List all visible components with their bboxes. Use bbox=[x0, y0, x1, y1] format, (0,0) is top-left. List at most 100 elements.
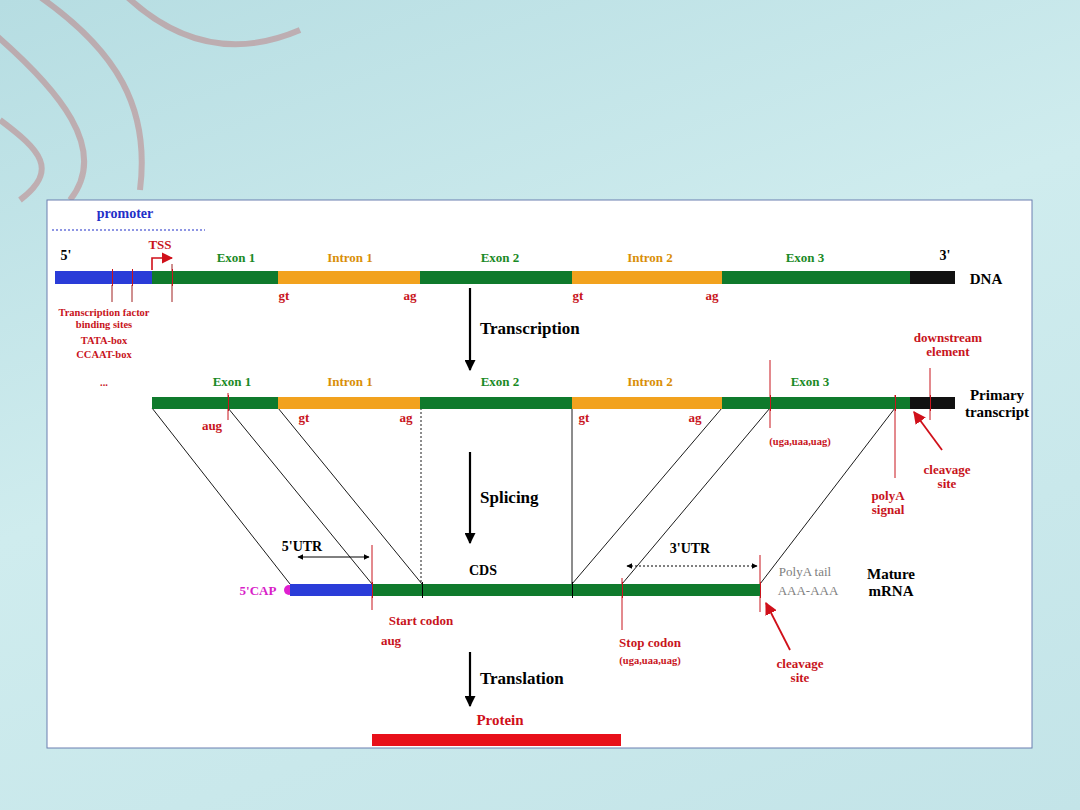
bar-segment bbox=[278, 271, 420, 284]
process-arrow bbox=[469, 652, 471, 706]
region-label: 5'UTR bbox=[282, 539, 322, 554]
promoter-element: Transcription factor binding sites bbox=[48, 307, 160, 330]
splice-line bbox=[622, 408, 770, 584]
bar-segment bbox=[290, 584, 372, 596]
region-label: promoter bbox=[97, 206, 154, 221]
stage-heading: Protein bbox=[476, 712, 523, 729]
binding-site-tick bbox=[132, 285, 133, 302]
promoter-element: ... bbox=[100, 377, 108, 389]
site-label: TSS bbox=[148, 238, 171, 252]
promoter-element: TATA-box bbox=[81, 335, 128, 347]
end-label: 3' bbox=[940, 248, 951, 263]
site-tick bbox=[132, 269, 133, 286]
site-tick bbox=[172, 269, 173, 286]
splice-site: gt bbox=[573, 289, 584, 303]
diagram-panel bbox=[47, 200, 1032, 748]
helix-strand bbox=[30, 0, 142, 190]
site-tick bbox=[622, 582, 623, 598]
cleavage-arrow bbox=[766, 603, 790, 650]
start-codon-tick bbox=[372, 545, 373, 610]
bar-segment bbox=[372, 734, 621, 746]
downstream-tick bbox=[930, 368, 931, 420]
stage-heading: DNA bbox=[970, 271, 1003, 288]
site-label: cleavage site bbox=[769, 657, 831, 686]
site-tick bbox=[228, 395, 229, 411]
bar-segment bbox=[722, 271, 910, 284]
splice-site: gt bbox=[579, 411, 590, 425]
helix-strand bbox=[0, 30, 84, 200]
site-tick bbox=[572, 582, 573, 598]
site-tick bbox=[760, 582, 761, 598]
codon-label: Stop codon bbox=[619, 636, 681, 650]
codon-label: Start codon bbox=[389, 614, 454, 628]
binding-site-tick bbox=[112, 285, 113, 302]
region-label: 3'UTR bbox=[670, 541, 710, 556]
splice-site: ag bbox=[404, 289, 417, 303]
cleavage-tick bbox=[760, 555, 761, 612]
mrna-ticks bbox=[372, 545, 760, 630]
splice-site: gt bbox=[279, 289, 290, 303]
stage-heading: Primary transcript bbox=[960, 387, 1034, 420]
bar-segment bbox=[910, 397, 955, 409]
process-arrow bbox=[469, 288, 471, 370]
mature-mrna-strand: Mature mRNA bbox=[290, 545, 760, 650]
transcript-ticks bbox=[228, 360, 930, 478]
bar-segment bbox=[910, 271, 955, 284]
intron-label: Intron 2 bbox=[627, 375, 673, 389]
process-label: Splicing bbox=[480, 488, 539, 507]
exon-label: Exon 1 bbox=[217, 251, 256, 265]
site-tick bbox=[770, 395, 771, 411]
process-label: Transcription bbox=[480, 320, 580, 339]
exon-label: Exon 3 bbox=[786, 251, 825, 265]
splice-site: ag bbox=[400, 411, 413, 425]
helix-strand bbox=[120, 0, 300, 44]
bar-segment bbox=[372, 584, 760, 596]
element-label: downstream element bbox=[903, 331, 993, 360]
stop-tick bbox=[770, 360, 771, 428]
codon-label: (uga,uaa,uag) bbox=[619, 655, 680, 667]
region-label: CDS bbox=[469, 563, 497, 578]
tail-label: AAA-AAA bbox=[778, 584, 839, 598]
exon-label: Exon 1 bbox=[213, 375, 252, 389]
splice-line bbox=[152, 408, 290, 584]
codon-label: (uga,uaa,uag) bbox=[769, 436, 830, 448]
splice-line bbox=[572, 408, 722, 584]
cap-label: 5'CAP bbox=[240, 584, 277, 598]
process-label: Translation bbox=[480, 670, 564, 689]
exon-label: Exon 2 bbox=[481, 251, 520, 265]
protein-bar: Protein bbox=[372, 708, 621, 746]
codon-label: aug bbox=[202, 419, 222, 433]
binding-site-tick bbox=[172, 264, 173, 302]
exon-label: Exon 2 bbox=[481, 375, 520, 389]
bar-segment bbox=[722, 397, 910, 409]
site-label: cleavage site bbox=[916, 463, 978, 492]
splice-site: ag bbox=[689, 411, 702, 425]
bar-segment bbox=[420, 397, 572, 409]
splice-site: gt bbox=[299, 411, 310, 425]
intron-label: Intron 1 bbox=[327, 375, 373, 389]
site-tick bbox=[422, 582, 423, 598]
exon-label: Exon 3 bbox=[791, 375, 830, 389]
splice-lines bbox=[152, 408, 895, 584]
dna-helix-decoration bbox=[0, 0, 300, 200]
splice-line bbox=[572, 408, 573, 584]
bar-segment bbox=[420, 271, 572, 284]
polya-signal-tick bbox=[895, 395, 896, 478]
utr3-span bbox=[627, 566, 757, 567]
site-tick bbox=[930, 395, 931, 411]
bar-segment bbox=[278, 397, 420, 409]
cleavage-arrow bbox=[914, 412, 942, 450]
primary-transcript-strand: Primary transcript bbox=[152, 372, 955, 450]
bar-segment bbox=[55, 271, 152, 284]
start-tick bbox=[228, 393, 229, 420]
site-tick bbox=[895, 395, 896, 411]
signal-label: polyA signal bbox=[863, 489, 913, 518]
process-arrow bbox=[469, 452, 471, 543]
splice-line bbox=[421, 408, 422, 584]
helix-strand bbox=[0, 120, 42, 200]
utr5-span bbox=[298, 557, 369, 558]
stop-codon-tick bbox=[622, 578, 623, 630]
codon-label: aug bbox=[381, 634, 401, 648]
bar-segment bbox=[572, 397, 722, 409]
intron-label: Intron 1 bbox=[327, 251, 373, 265]
